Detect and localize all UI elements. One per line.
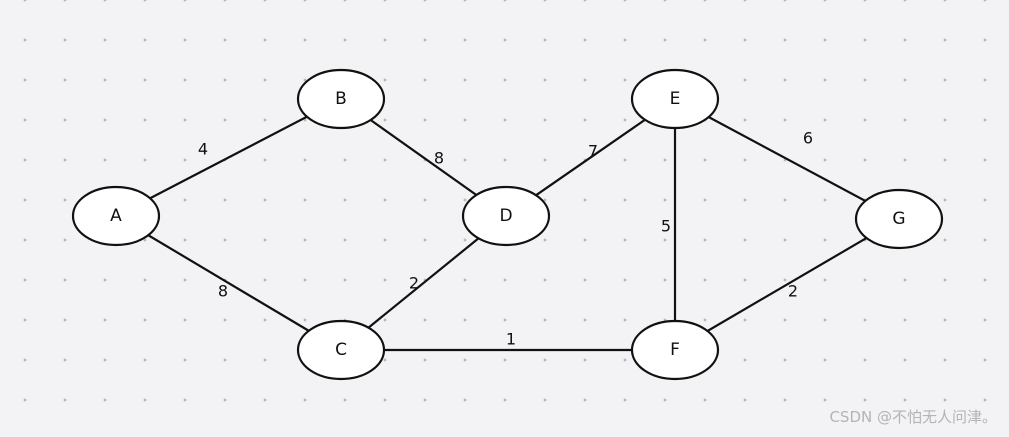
node-b-label: B <box>335 89 347 109</box>
node-c[interactable]: C <box>296 319 386 381</box>
edge-weight-b-d: 8 <box>434 149 444 168</box>
node-e-label: E <box>670 89 681 109</box>
edge-a-b <box>115 98 342 217</box>
node-d-label: D <box>499 206 512 226</box>
node-a[interactable]: A <box>71 185 161 247</box>
edge-e-g <box>674 98 900 220</box>
node-c-label: C <box>335 340 347 360</box>
edge-weight-e-f: 5 <box>661 217 671 236</box>
node-d-ellipse[interactable] <box>461 185 551 247</box>
edge-weight-c-d: 2 <box>409 274 419 293</box>
edge-weight-c-f: 1 <box>506 330 516 349</box>
nodes-layer: A B C D E F G <box>71 68 944 381</box>
node-d[interactable]: D <box>461 185 551 247</box>
node-e-ellipse[interactable] <box>630 68 720 130</box>
node-c-ellipse[interactable] <box>296 319 386 381</box>
edge-weight-d-e: 7 <box>588 142 598 161</box>
node-f-ellipse[interactable] <box>630 319 720 381</box>
node-g-label: G <box>892 209 905 229</box>
node-b[interactable]: B <box>296 68 386 130</box>
edge-weight-a-b: 4 <box>198 140 208 159</box>
node-f-label: F <box>670 340 680 360</box>
node-g-ellipse[interactable] <box>854 188 944 250</box>
edge-weight-f-g: 2 <box>788 282 798 301</box>
node-f[interactable]: F <box>630 319 720 381</box>
edge-weight-a-c: 8 <box>218 282 228 301</box>
node-g[interactable]: G <box>854 188 944 250</box>
weights-layer: 4 8 8 2 1 7 5 6 2 <box>198 129 813 349</box>
node-b-ellipse[interactable] <box>296 68 386 130</box>
node-a-label: A <box>110 206 122 226</box>
node-e[interactable]: E <box>630 68 720 130</box>
edge-f-g <box>674 218 900 351</box>
node-a-ellipse[interactable] <box>71 185 161 247</box>
watermark: CSDN @不怕无人问津。 <box>829 408 997 426</box>
edge-weight-e-g: 6 <box>803 129 813 148</box>
edge-a-c <box>115 215 342 351</box>
